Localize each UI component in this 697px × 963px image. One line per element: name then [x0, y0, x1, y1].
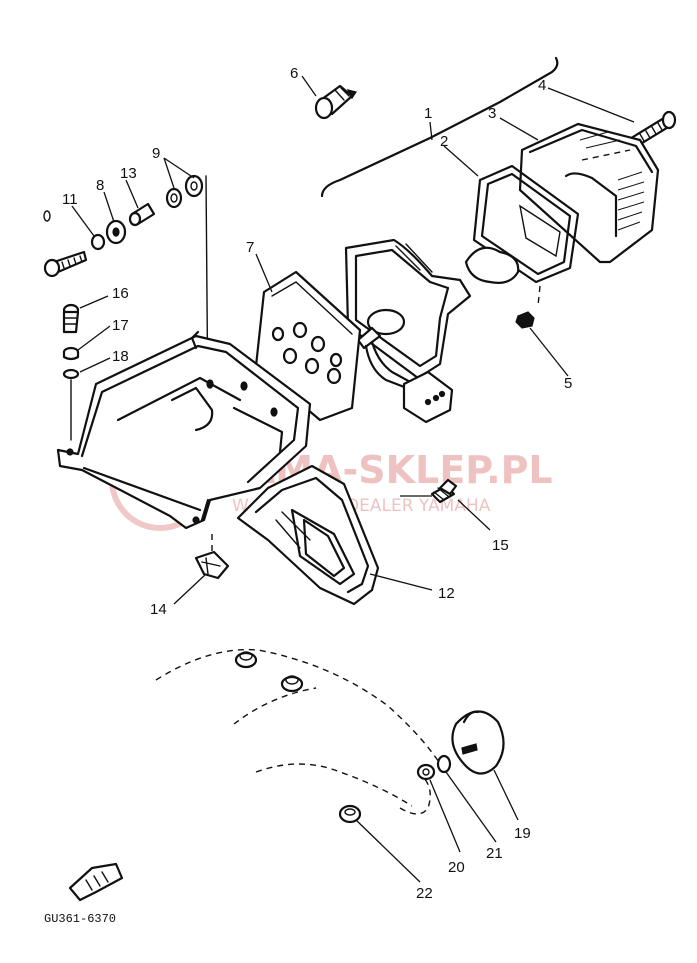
mounting-bolt: [43, 250, 88, 278]
label-part-15: 15: [492, 537, 509, 554]
label-part-12: 13: [120, 165, 137, 182]
label-part-13: 12: [438, 585, 455, 602]
label-part-3: 3: [488, 105, 496, 122]
part-12-collar: [128, 202, 156, 227]
label-part-20: 20: [448, 859, 465, 876]
loose-ring-mark: [43, 210, 51, 222]
label-part-7: 7: [246, 239, 254, 256]
part-3-lens: [518, 122, 660, 264]
part-number-labels: 6 1 2 3 4 5 7 9 13 8 11 16 17 18 15 12 1…: [62, 65, 572, 902]
label-part-22: 22: [416, 885, 433, 902]
label-part-2: 2: [440, 133, 448, 150]
part-18-washer: [62, 368, 80, 441]
fwd-arrow-icon: [68, 862, 124, 902]
part-11-lockwasher: [90, 233, 106, 251]
part-21-washer: [436, 754, 452, 774]
part-19-reflector: [451, 710, 505, 775]
leader-lines: [71, 75, 635, 883]
part-6-bulb: [314, 84, 357, 120]
label-part-21: 21: [486, 845, 503, 862]
part-13-plate-bracket: [236, 464, 380, 606]
label-part-9: 9: [152, 145, 160, 162]
label-part-5: 5: [564, 375, 572, 392]
label-part-14: 14: [150, 601, 167, 618]
part-2-gasket: [472, 164, 580, 284]
label-part-19: 19: [514, 825, 531, 842]
label-part-11: 11: [62, 191, 78, 208]
part-1-bracket: [320, 56, 559, 198]
part-20-nut: [416, 763, 436, 781]
part-16-bolt: [62, 303, 80, 334]
label-part-1: 1: [424, 105, 432, 122]
label-part-18: 18: [112, 348, 129, 365]
part-22-grommet: [338, 804, 362, 824]
diagram-code: GU361-6370: [44, 912, 116, 926]
label-part-6: 6: [290, 65, 298, 82]
part-15-screw: [430, 478, 458, 504]
part-14-clamp: [194, 534, 230, 580]
rear-fender-outline: [155, 648, 445, 815]
part-8-washer: [105, 219, 127, 245]
lamp-housing-bracket: [56, 330, 312, 530]
lamp-base-assembly: [344, 238, 520, 424]
label-part-16: 16: [112, 285, 129, 302]
label-part-17: 17: [112, 317, 129, 334]
part-5-nut: [515, 285, 541, 329]
label-part-4: 4: [538, 77, 546, 94]
part-17-nut: [62, 346, 80, 361]
label-part-8: 8: [96, 177, 104, 194]
